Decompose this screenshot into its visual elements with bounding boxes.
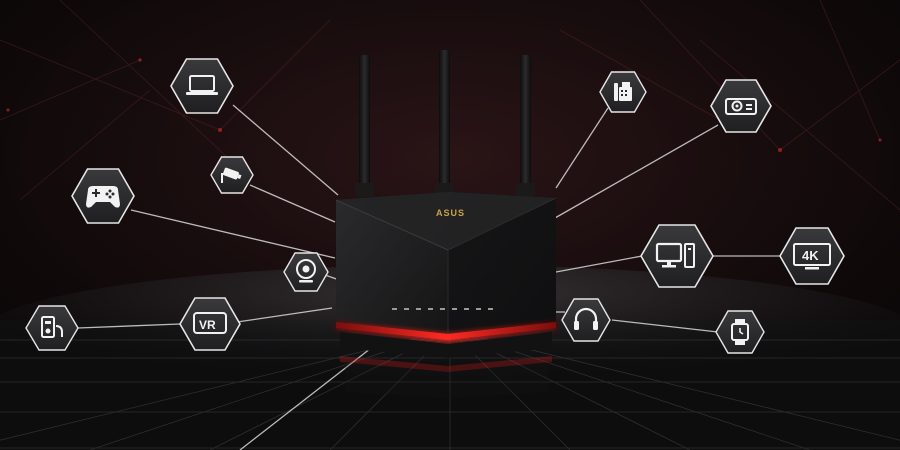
antenna-right — [516, 55, 535, 197]
gamepad-icon — [71, 168, 135, 224]
smartwatch-icon — [715, 310, 765, 354]
connection-lines — [77, 104, 784, 450]
headphones-icon — [561, 298, 611, 342]
fax-phone-icon — [599, 71, 647, 113]
background-network-mesh — [0, 0, 900, 211]
antenna-left — [355, 55, 374, 197]
4k-tv-icon: 4K — [779, 227, 845, 285]
router: ASUS — [335, 50, 557, 398]
vr-headset-label: VR — [199, 318, 216, 332]
laptop-icon — [170, 58, 234, 114]
router-status-leds — [392, 308, 493, 310]
4k-tv-label: 4K — [802, 248, 819, 263]
webcam-icon — [283, 252, 329, 292]
desktop-pc-icon — [640, 224, 714, 288]
device-icons: VR — [25, 58, 845, 354]
router-reflection — [340, 356, 552, 398]
router-brand-logo: ASUS — [436, 208, 465, 218]
media-player-icon — [25, 305, 79, 351]
security-camera-icon — [210, 156, 254, 194]
projector-icon — [710, 79, 772, 133]
router-body — [335, 192, 557, 334]
vr-headset-icon: VR — [179, 297, 241, 351]
router-red-light-strip — [336, 322, 556, 358]
